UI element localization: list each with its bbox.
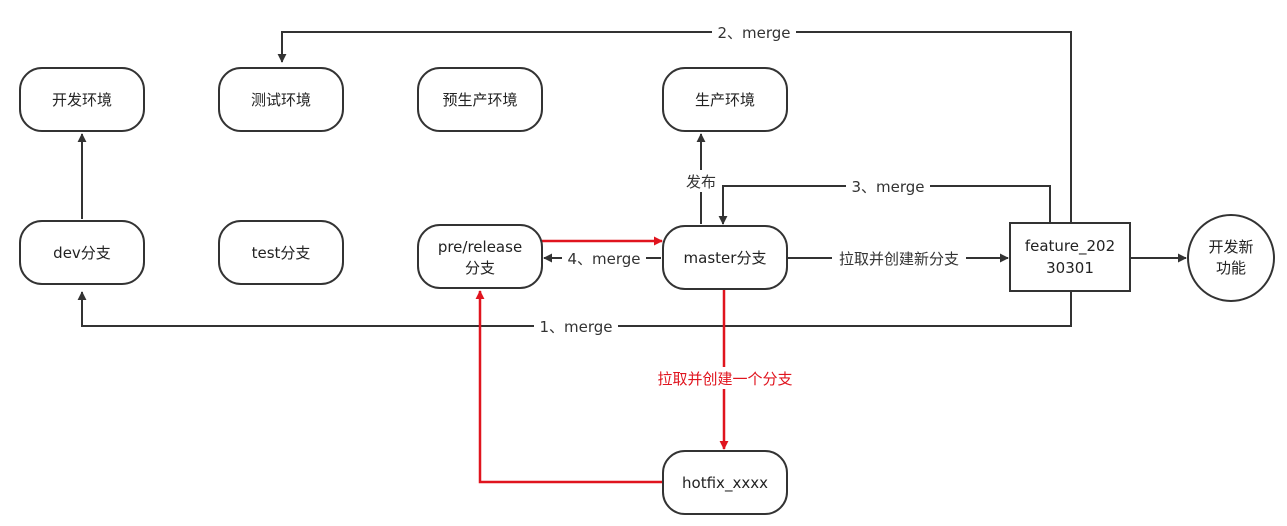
node-new-feature: 开发新 功能 xyxy=(1187,214,1275,302)
svg-text:hotfix_xxxx: hotfix_xxxx xyxy=(682,474,768,493)
edge-merge2 xyxy=(277,31,1072,222)
svg-text:功能: 功能 xyxy=(1216,259,1246,277)
svg-text:feature_202: feature_202 xyxy=(1025,237,1115,256)
svg-text:test分支: test分支 xyxy=(252,244,311,262)
node-hotfix-branch: hotfix_xxxx xyxy=(662,450,788,515)
edge-label-merge1: 1、merge xyxy=(539,318,612,336)
node-dev-env: 开发环境 xyxy=(19,67,145,132)
svg-text:测试环境: 测试环境 xyxy=(251,91,311,109)
node-dev-branch: dev分支 xyxy=(19,220,145,285)
edge-label-merge2: 2、merge xyxy=(717,24,790,42)
svg-text:dev分支: dev分支 xyxy=(53,244,111,262)
node-master-branch: master分支 xyxy=(662,225,788,290)
node-test-branch: test分支 xyxy=(218,220,344,285)
node-prod-env: 生产环境 xyxy=(662,67,788,132)
edge-label-merge4: 4、merge xyxy=(567,250,640,268)
edge-label-pull-create-one: 拉取并创建一个分支 xyxy=(657,370,792,388)
edge-label-release: 发布 xyxy=(686,173,716,191)
svg-text:30301: 30301 xyxy=(1046,259,1094,277)
svg-text:开发环境: 开发环境 xyxy=(52,91,112,109)
svg-text:pre/release: pre/release xyxy=(438,238,522,256)
node-test-env: 测试环境 xyxy=(218,67,344,132)
svg-text:分支: 分支 xyxy=(465,259,495,277)
edge-label-pull-create-new: 拉取并创建新分支 xyxy=(839,250,959,268)
edge-hotfix-to-pre xyxy=(475,290,663,484)
svg-text:master分支: master分支 xyxy=(684,249,767,267)
node-pre-release-branch: pre/release 分支 xyxy=(417,224,543,289)
svg-text:生产环境: 生产环境 xyxy=(695,91,755,109)
edge-label-merge3: 3、merge xyxy=(851,178,924,196)
node-feature-branch: feature_202 30301 xyxy=(1009,222,1131,292)
node-pre-env: 预生产环境 xyxy=(417,67,543,132)
svg-text:开发新: 开发新 xyxy=(1208,238,1253,256)
svg-text:预生产环境: 预生产环境 xyxy=(442,91,517,109)
